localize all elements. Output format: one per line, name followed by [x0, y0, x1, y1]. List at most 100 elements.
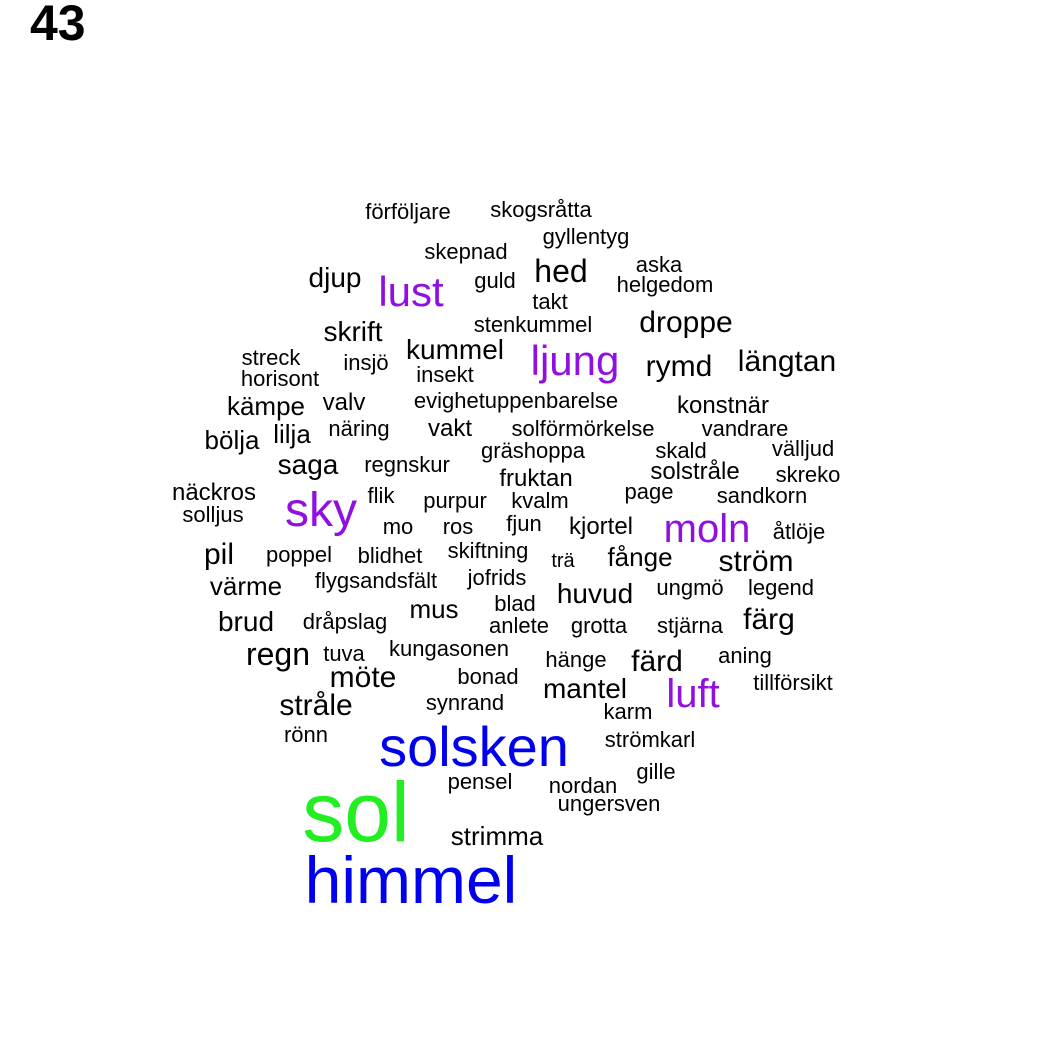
cloud-word: trä	[551, 550, 575, 572]
cloud-word: skepnad	[424, 239, 508, 264]
cloud-word: kvalm	[511, 488, 569, 513]
cloud-word: solförmörkelse	[511, 416, 655, 441]
cloud-word: hed	[534, 253, 588, 289]
cloud-word: grotta	[570, 613, 628, 638]
cloud-word: kummel	[405, 334, 505, 365]
cloud-word: gräshoppa	[481, 438, 585, 463]
cloud-word: skiftning	[447, 538, 529, 563]
cloud-word: ljung	[530, 337, 620, 384]
cloud-word: sol	[302, 765, 410, 859]
cloud-word: färg	[743, 603, 795, 636]
cloud-word: värme	[209, 571, 283, 601]
cloud-word: saga	[277, 449, 339, 480]
cloud-word: himmel	[304, 843, 518, 917]
cloud-word: konstnär	[676, 392, 770, 419]
cloud-word: valv	[322, 389, 366, 416]
cloud-word: möte	[329, 661, 397, 694]
cloud-word: kämpe	[226, 391, 306, 421]
cloud-word: mo	[382, 514, 414, 539]
cloud-word: strimma	[450, 821, 544, 851]
cloud-word: gyllentyg	[542, 224, 630, 249]
cloud-word: strömkarl	[604, 727, 696, 752]
cloud-word: längtan	[737, 345, 837, 378]
cloud-word: horisont	[240, 366, 320, 391]
cloud-word: page	[624, 479, 674, 504]
cloud-word: skald	[655, 438, 707, 463]
cloud-word: droppe	[639, 306, 733, 339]
cloud-word: lust	[378, 268, 444, 315]
cloud-word: sandkorn	[716, 483, 808, 508]
cloud-word: skogsråtta	[490, 197, 592, 222]
cloud-word: lilja	[273, 419, 311, 449]
cloud-word: synrand	[425, 690, 505, 715]
cloud-word: stråle	[279, 689, 353, 722]
cloud-word: stenkummel	[473, 312, 593, 337]
cloud-word: bölja	[204, 425, 260, 455]
cloud-word: insjö	[343, 350, 389, 375]
cloud-word: djup	[308, 262, 362, 293]
cloud-word: mus	[409, 594, 459, 624]
cloud-word: solljus	[182, 502, 244, 527]
cloud-word: bonad	[457, 664, 519, 689]
cloud-word: brud	[217, 606, 275, 637]
cloud-word: flygsandsfält	[314, 568, 438, 593]
cloud-word: tuva	[323, 641, 365, 666]
cloud-word: pil	[203, 538, 235, 571]
cloud-word: guld	[474, 268, 516, 293]
cloud-word: fruktan	[499, 465, 573, 492]
cloud-word: vandrare	[701, 416, 789, 441]
cloud-word: poppel	[265, 542, 333, 567]
cloud-word: välljud	[771, 436, 835, 461]
cloud-word: solstråle	[650, 458, 740, 485]
cloud-word: ungmö	[656, 575, 724, 600]
cloud-word: gille	[636, 759, 676, 784]
cloud-word: fjun	[506, 511, 542, 536]
cloud-word: skrift	[323, 316, 383, 347]
cloud-word: regn	[245, 636, 311, 672]
cloud-word: rönn	[283, 722, 329, 747]
cloud-word: anlete	[489, 613, 549, 638]
cloud-word: aska	[635, 252, 683, 277]
cloud-word: regnskur	[364, 452, 450, 477]
cloud-word: tillförsikt	[753, 670, 833, 695]
cloud-word: evighetuppenbarelse	[413, 388, 619, 413]
cloud-word: färd	[631, 645, 683, 678]
cloud-word: stjärna	[656, 613, 724, 638]
cloud-word: nordan	[548, 773, 618, 798]
cloud-word: legend	[747, 575, 815, 600]
cloud-word: dråpslag	[302, 609, 388, 634]
cloud-word: blad	[494, 591, 536, 616]
cloud-word: rymd	[645, 350, 713, 383]
cloud-word: solsken	[379, 715, 569, 778]
cloud-word: ungersven	[557, 791, 661, 816]
cloud-word: huvud	[556, 578, 634, 609]
cloud-word: skreko	[775, 462, 841, 487]
cloud-word: näckros	[171, 479, 257, 506]
cloud-word: kjortel	[568, 513, 634, 540]
cloud-word: fånge	[607, 542, 673, 572]
cloud-word: jofrids	[467, 565, 527, 590]
cloud-word: karm	[603, 699, 653, 724]
cloud-word: mantel	[542, 673, 628, 704]
cloud-word: streck	[241, 345, 301, 370]
cloud-word: vakt	[427, 415, 473, 442]
cloud-word: näring	[328, 416, 390, 441]
cloud-word: flik	[367, 483, 395, 508]
cloud-word: blidhet	[357, 543, 423, 568]
cloud-word: åtlöje	[772, 519, 826, 544]
cloud-word: pensel	[447, 769, 513, 794]
cloud-word: insekt	[416, 362, 474, 387]
figure-number: 43	[30, 0, 86, 51]
cloud-word: luft	[666, 672, 720, 716]
cloud-word: aning	[718, 643, 772, 668]
cloud-word: sky	[285, 484, 357, 537]
cloud-word: purpur	[423, 488, 487, 513]
cloud-word: förföljare	[365, 199, 451, 224]
cloud-word: kungasonen	[389, 636, 509, 661]
cloud-word: hänge	[545, 647, 607, 672]
cloud-word: moln	[663, 507, 751, 551]
cloud-word: helgedom	[616, 272, 714, 297]
cloud-word: ström	[718, 545, 794, 578]
cloud-word: ros	[442, 514, 474, 539]
